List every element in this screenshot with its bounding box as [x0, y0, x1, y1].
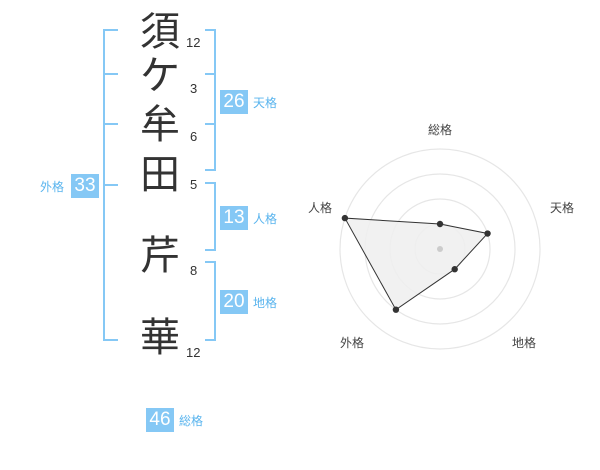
radar-label-soukaku: 総格 [427, 123, 452, 137]
radar-center [437, 246, 443, 252]
radar-point-4 [341, 214, 349, 222]
tenkaku-bracket [205, 29, 216, 171]
chikaku-bracket [205, 261, 216, 341]
tenkaku-value: 26 [220, 90, 248, 114]
stroke-count-4: 5 [190, 177, 198, 192]
name-char-2: ケ [140, 53, 180, 99]
jinkaku-value: 13 [220, 206, 248, 230]
radar-point-0 [436, 220, 444, 228]
radar-label-chikaku: 地格 [511, 336, 536, 350]
stroke-count-5: 8 [190, 263, 198, 278]
soukaku-label: 総格 [179, 414, 204, 428]
radar-point-2 [451, 266, 458, 273]
radar-polygon [344, 217, 489, 311]
soukaku-value: 46 [146, 408, 174, 432]
gaikaku-value: 33 [71, 174, 99, 198]
chikaku-value: 20 [220, 290, 248, 314]
stroke-count-1: 12 [186, 35, 201, 50]
radar-ring-4 [339, 148, 541, 350]
jinkaku-bracket [205, 182, 216, 251]
gaikaku-label: 外格 [40, 180, 65, 194]
stroke-count-2: 3 [190, 81, 198, 96]
radar-point-3 [392, 306, 400, 313]
jinkaku-label: 人格 [253, 212, 278, 226]
radar-label-gaikaku: 外格 [339, 336, 364, 350]
name-char-6: 華 [140, 315, 180, 361]
radar-point-1 [484, 230, 491, 237]
name-char-5: 芹 [140, 233, 180, 279]
stroke-count-3: 6 [190, 129, 198, 144]
name-char-1: 須 [140, 9, 180, 55]
radar-label-jinkaku: 人格 [307, 201, 332, 215]
tenkaku-label: 天格 [253, 96, 278, 110]
name-char-3: 牟 [140, 102, 180, 148]
stroke-count-6: 12 [186, 345, 201, 360]
radar-label-tenkaku: 天格 [549, 201, 574, 215]
chikaku-label: 地格 [253, 296, 278, 310]
name-char-4: 田 [140, 152, 180, 198]
